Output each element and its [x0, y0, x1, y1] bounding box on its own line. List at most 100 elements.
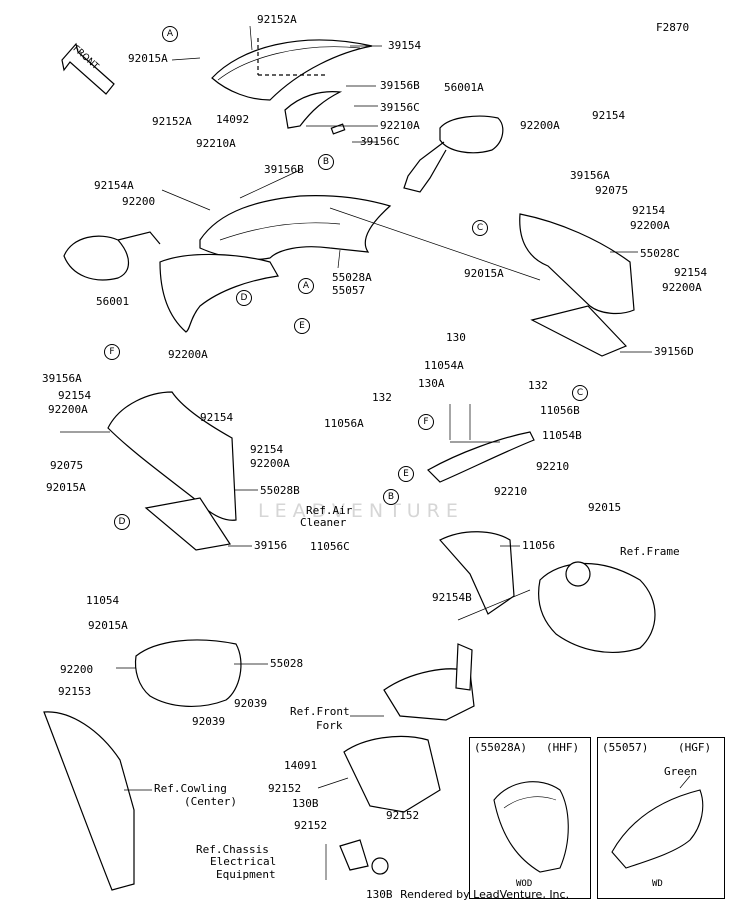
callout-d: D — [114, 514, 130, 530]
part-label: 92210 — [536, 460, 570, 473]
part-label: 92015A — [46, 481, 86, 494]
inner-cowl-part — [134, 639, 242, 707]
part-label: 92015A — [464, 267, 504, 280]
side-cowl-right-part — [519, 213, 635, 315]
bracket-11056-part — [439, 531, 515, 615]
callout-a: A — [298, 278, 314, 294]
part-label: 130B — [366, 888, 393, 901]
part-label: Ref.Frame — [620, 545, 680, 558]
part-label: 92152 — [386, 809, 420, 822]
part-label: Ref.Cowling — [154, 782, 227, 795]
part-label: 39156D — [654, 345, 694, 358]
part-label: 92200 — [60, 663, 94, 676]
inset-left-part: (55028A) — [474, 741, 527, 754]
pad-39156-part — [144, 497, 231, 551]
part-label: 39156B — [264, 163, 304, 176]
part-label: 132 — [372, 391, 392, 404]
callout-d: D — [236, 290, 252, 306]
windshield-part — [211, 39, 373, 101]
frame-part — [537, 562, 656, 654]
part-label: 92200A — [250, 457, 290, 470]
part-label: Equipment — [216, 868, 276, 881]
front-fork-part — [383, 668, 475, 721]
part-label: 11056C — [310, 540, 350, 553]
part-label: 11054B — [542, 429, 582, 442]
part-label: 92210A — [196, 137, 236, 150]
part-label: 92210A — [380, 119, 420, 132]
part-label: 39156B — [380, 79, 420, 92]
part-label: 92152A — [257, 13, 297, 26]
inset-left-code: WOD — [516, 879, 533, 889]
part-label: 39156 — [254, 539, 288, 552]
inset-hhf-box: (55028A) (HHF) WOD — [469, 737, 591, 899]
callout-e: E — [398, 466, 414, 482]
footer-credit: Rendered by LeadVenture, Inc. — [400, 888, 570, 901]
part-label: Ref.Air — [306, 504, 353, 517]
part-label: Fork — [316, 719, 343, 732]
part-label: 92015A — [88, 619, 128, 632]
part-label: 55028 — [270, 657, 304, 670]
part-label: 92154 — [200, 411, 234, 424]
part-label: 11054A — [424, 359, 464, 372]
part-label: 39154 — [388, 39, 422, 52]
part-label: 39156A — [42, 372, 82, 385]
part-label: 132 — [528, 379, 548, 392]
part-label: 92154 — [250, 443, 284, 456]
inset-right-color-note: Green — [664, 765, 698, 778]
watermark: LEADVENTURE — [258, 500, 464, 522]
part-label: 92153 — [58, 685, 92, 698]
inset-hgf-box: (55057) (HGF) Green WD — [597, 737, 725, 899]
part-label: 92210 — [494, 485, 528, 498]
part-label: (Center) — [184, 795, 237, 808]
part-label: 11056 — [522, 539, 556, 552]
inset-left-variant: (HHF) — [546, 741, 580, 754]
inset-right-variant: (HGF) — [678, 741, 712, 754]
callout-f: F — [418, 414, 434, 430]
part-label: 55028C — [640, 247, 680, 260]
part-label: 39156C — [380, 101, 420, 114]
part-label: 56001 — [96, 295, 130, 308]
inset-right-cowl-part — [611, 789, 704, 869]
part-label: 14091 — [284, 759, 318, 772]
front-arrow-icon — [61, 42, 115, 95]
inset-right-code: WD — [652, 879, 663, 889]
center-cowl-part — [43, 711, 135, 891]
part-label: 92200A — [520, 119, 560, 132]
part-label: 92015 — [588, 501, 622, 514]
part-label: 92039 — [192, 715, 226, 728]
part-label: Cleaner — [300, 516, 347, 529]
part-label: 14092 — [216, 113, 250, 126]
callout-e: E — [294, 318, 310, 334]
part-label: 92154B — [432, 591, 472, 604]
part-label: 92200A — [630, 219, 670, 232]
callout-a: A — [162, 26, 178, 42]
callout-c: C — [472, 220, 488, 236]
cover-14091-part — [343, 735, 441, 813]
part-label: 92075 — [595, 184, 629, 197]
part-label: 92015A — [128, 52, 168, 65]
part-label: 130B — [292, 797, 319, 810]
part-label: 92154A — [94, 179, 134, 192]
part-label: 92075 — [50, 459, 84, 472]
callout-b: B — [318, 154, 334, 170]
part-label: Ref.Chassis — [196, 843, 269, 856]
part-label: 92152A — [152, 115, 192, 128]
callout-b: B — [383, 489, 399, 505]
part-label: 92200 — [122, 195, 156, 208]
upper-cowl-part — [199, 195, 392, 261]
part-label: 92154 — [592, 109, 626, 122]
part-label: 11054 — [86, 594, 120, 607]
side-cowl-left-part — [107, 391, 237, 521]
inset-right-part: (55057) — [602, 741, 649, 754]
callout-f: F — [104, 344, 120, 360]
part-label: 55057 — [332, 284, 366, 297]
part-label: 39156C — [360, 135, 400, 148]
callout-c: C — [572, 385, 588, 401]
part-label: 92200A — [662, 281, 702, 294]
part-label: 56001A — [444, 81, 484, 94]
part-label: 55028A — [332, 271, 372, 284]
part-label: 92200A — [48, 403, 88, 416]
part-label: 92154 — [674, 266, 708, 279]
